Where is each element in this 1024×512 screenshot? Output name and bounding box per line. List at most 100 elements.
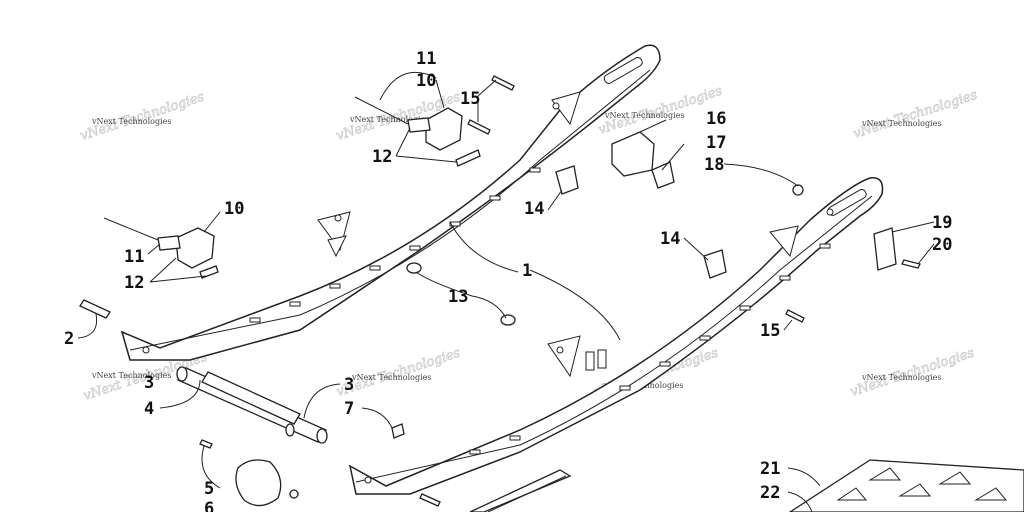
stopper-6 [235, 459, 282, 507]
leader-22 [787, 491, 813, 512]
shaft-sleeve [201, 371, 301, 425]
callout-22: 22 [760, 483, 780, 503]
callout-20: 20 [932, 235, 952, 255]
leader-10-left [203, 211, 221, 233]
callout-10: 10 [416, 71, 436, 91]
callouts: 11 10 15 12 16 17 18 14 10 19 20 14 11 1… [64, 49, 952, 512]
rail-slot [449, 221, 461, 227]
leader-4 [159, 379, 201, 409]
callout-11: 11 [416, 49, 436, 69]
watermark-ghost: vNext Technologies [852, 88, 980, 142]
rail-slot [619, 385, 631, 391]
rail-upper-hole [142, 346, 150, 354]
shaft-end [285, 423, 295, 437]
leader-12-left [149, 257, 207, 283]
rail-lower-hole [826, 208, 834, 216]
rail-slot [509, 435, 521, 441]
callout-5: 5 [204, 479, 214, 499]
leader-14-lower [683, 237, 709, 261]
bushing-14 [703, 249, 727, 279]
rail-slot [289, 301, 301, 307]
rail-slot [529, 167, 541, 173]
hardware [79, 75, 921, 507]
track-lug [974, 487, 1008, 501]
track-body [788, 459, 1024, 512]
bolt-15 [785, 309, 805, 323]
callout-12: 12 [372, 147, 392, 167]
screw-5 [199, 439, 213, 449]
callout-7: 7 [344, 399, 354, 419]
clip-19 [873, 227, 897, 271]
callout-14: 14 [660, 229, 680, 249]
watermark-text: vNext Technologies [91, 117, 171, 126]
watermark-text: vNext Technologies [604, 111, 684, 120]
watermark-text: vNext Technologies [349, 115, 429, 124]
leader-2 [77, 313, 98, 339]
rail-slot [329, 283, 341, 289]
rail-slot [409, 245, 421, 251]
cross-tube-end [316, 428, 328, 444]
track-lug [868, 467, 902, 481]
rail-lower-window [597, 349, 607, 369]
callout-16: 16 [706, 109, 726, 129]
bolt-15 [467, 119, 491, 135]
rail-lower-holes [469, 243, 831, 455]
block-16 [611, 131, 655, 177]
callout-1: 1 [522, 261, 532, 281]
rail-upper-hole [334, 214, 342, 222]
track-lug [836, 487, 868, 501]
rail-slot [249, 317, 261, 323]
leader-1 [449, 221, 621, 341]
rail-slot [739, 305, 751, 311]
bushing-14 [555, 165, 579, 195]
rail-upper [120, 44, 661, 361]
pin-left [103, 217, 159, 241]
leader-13 [415, 271, 507, 319]
sleeve-17 [651, 161, 675, 189]
leader-15-lower [783, 319, 793, 331]
callout-13: 13 [448, 287, 468, 307]
watermark-text: vNext Technologies [351, 373, 431, 382]
leader-16 [639, 119, 667, 133]
cross-tube-end [176, 366, 188, 382]
callout-11: 11 [124, 247, 144, 267]
rail-slot [489, 195, 501, 201]
leader-11-upper [379, 71, 437, 101]
track-lug [898, 483, 932, 497]
rail-slot [469, 449, 481, 455]
watermark-text: vNext Technologies [91, 371, 171, 380]
slide-strip-groove [487, 475, 567, 512]
rail-upper-end-slot [603, 57, 643, 84]
watermark-text: vNext Technologies [861, 119, 941, 128]
rail-lower-gusset [769, 225, 799, 258]
slide-strip [469, 469, 572, 512]
leader-21 [787, 467, 821, 487]
rail-lower-hole [556, 346, 564, 354]
hyfax-slide [469, 469, 572, 512]
leader-lines [77, 71, 935, 512]
callout-14: 14 [524, 199, 544, 219]
pin-upper [354, 96, 409, 125]
callout-17: 17 [706, 133, 726, 153]
rail-slot [369, 265, 381, 271]
callout-12: 12 [124, 273, 144, 293]
rail-lower-gusset [547, 335, 581, 378]
callout-15: 15 [760, 321, 780, 341]
callout-3: 3 [344, 375, 354, 395]
rail-upper-hole [552, 102, 560, 110]
pin-spacer-upper [455, 149, 481, 167]
leader-12-upper [395, 127, 457, 163]
callout-21: 21 [760, 459, 780, 479]
bolt-lower [419, 493, 441, 507]
leader-20 [917, 243, 935, 265]
screw-20 [901, 259, 921, 269]
rail-upper-edge [129, 69, 651, 351]
track-lug [938, 471, 972, 485]
rail-lower-hole [364, 476, 372, 484]
bracket-upper [425, 107, 463, 151]
fitting-7 [391, 423, 405, 439]
leader-3 [303, 383, 341, 419]
washer-13 [406, 262, 422, 274]
callout-3: 3 [144, 373, 154, 393]
